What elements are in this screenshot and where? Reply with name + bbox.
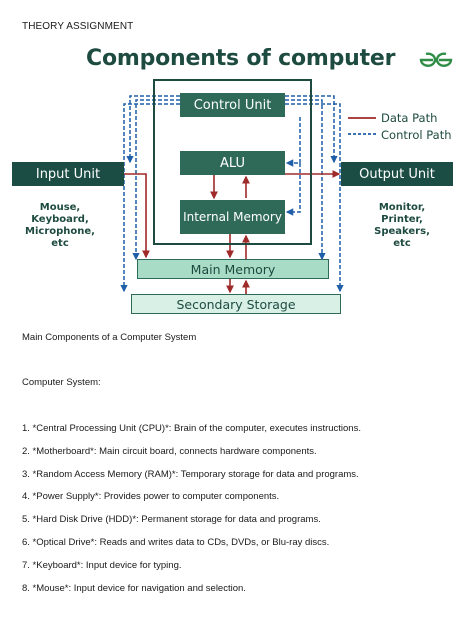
secondary-storage-block: Secondary Storage (131, 294, 341, 314)
control-path-lines (120, 95, 344, 293)
list-item: 1. *Central Processing Unit (CPU)*: Brai… (22, 423, 361, 434)
list-item: 8. *Mouse*: Input device for navigation … (22, 583, 246, 594)
output-device-item: etc (393, 238, 411, 249)
internal-memory-block: Internal Memory (180, 200, 285, 234)
section-heading: Main Components of a Computer System (22, 332, 197, 343)
output-device-item: Speakers, (374, 226, 430, 237)
data-path-lines (124, 170, 341, 294)
list-item: 7. *Keyboard*: Input device for typing. (22, 560, 182, 571)
document-header: THEORY ASSIGNMENT (22, 21, 134, 32)
list-item: 6. *Optical Drive*: Reads and writes dat… (22, 537, 330, 548)
cpu-boundary (153, 79, 312, 245)
legend-control-path-label: Control Path (381, 128, 452, 142)
input-device-item: Mouse, (39, 202, 81, 213)
list-item: 4. *Power Supply*: Provides power to com… (22, 491, 280, 502)
list-item: 2. *Motherboard*: Main circuit board, co… (22, 446, 317, 457)
output-device-item: Monitor, (378, 202, 426, 213)
input-device-item: Keyboard, (31, 214, 89, 225)
geeksforgeeks-logo-icon (419, 52, 453, 67)
input-device-item: Microphone, (25, 226, 95, 237)
output-device-item: Printer, (381, 214, 423, 225)
output-unit-block: Output Unit (341, 162, 453, 186)
diagram-connections (120, 95, 376, 294)
diagram-title: Components of computer (86, 46, 396, 71)
list-item: 5. *Hard Disk Drive (HDD)*: Permanent st… (22, 514, 321, 525)
section-subheading: Computer System: (22, 377, 101, 388)
computer-components-diagram: Components of computer Control Unit ALU … (0, 36, 474, 321)
output-devices-list: Monitor, Printer, Speakers, etc (356, 202, 448, 249)
input-unit-block: Input Unit (12, 162, 124, 186)
input-devices-list: Mouse, Keyboard, Microphone, etc (14, 202, 106, 250)
input-device-item: etc (51, 238, 69, 249)
control-unit-block: Control Unit (180, 93, 285, 117)
main-memory-block: Main Memory (137, 259, 329, 279)
legend-data-path-label: Data Path (381, 111, 438, 125)
list-item: 3. *Random Access Memory (RAM)*: Tempora… (22, 469, 359, 480)
alu-block: ALU (180, 151, 285, 175)
